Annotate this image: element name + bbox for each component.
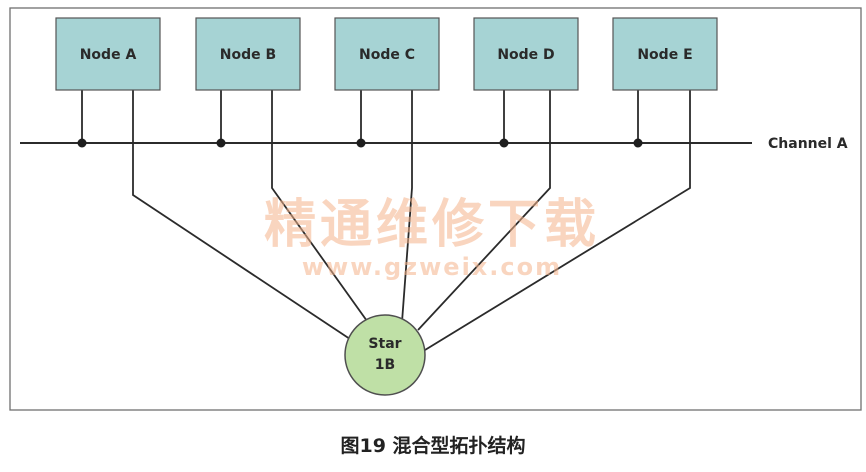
node-e-box bbox=[612, 17, 718, 91]
bus-tap-node-a bbox=[77, 138, 87, 148]
node-d-box bbox=[473, 17, 579, 91]
star-circle bbox=[344, 314, 426, 396]
star-wire-node-d bbox=[417, 90, 551, 331]
node-b: Node B bbox=[195, 17, 301, 91]
node-e-label: Node E bbox=[637, 47, 692, 63]
bus-tap-node-c bbox=[356, 138, 366, 148]
node-a-box bbox=[55, 17, 161, 91]
star-wire-node-c bbox=[401, 90, 413, 323]
watermark-url: www.gzweix.com bbox=[302, 253, 562, 281]
bus-tap-node-e bbox=[633, 138, 643, 148]
node-c-box bbox=[334, 17, 440, 91]
star-wire-node-a bbox=[132, 90, 366, 350]
node-a: Node A bbox=[55, 17, 161, 91]
node-b-box bbox=[195, 17, 301, 91]
star-wire-node-e bbox=[424, 90, 691, 351]
channel-label: Channel A bbox=[768, 136, 848, 152]
node-a-label: Node A bbox=[80, 47, 137, 63]
diagram-frame bbox=[9, 7, 862, 411]
star-label-line1: Star bbox=[368, 336, 401, 352]
figure-caption: 图19 混合型拓扑结构 bbox=[340, 434, 525, 457]
bus-tap-node-b bbox=[216, 138, 226, 148]
star-wire-node-b bbox=[271, 90, 373, 329]
node-b-label: Node B bbox=[220, 47, 276, 63]
node-c-label: Node C bbox=[359, 47, 415, 63]
star-coupler: Star 1B bbox=[344, 314, 426, 396]
star-label-line2: 1B bbox=[375, 357, 395, 373]
node-d-label: Node D bbox=[497, 47, 554, 63]
node-c: Node C bbox=[334, 17, 440, 91]
watermark-text: 精通维修下载 bbox=[264, 195, 600, 255]
node-e: Node E bbox=[612, 17, 718, 91]
node-d: Node D bbox=[473, 17, 579, 91]
bus-tap-node-d bbox=[499, 138, 509, 148]
